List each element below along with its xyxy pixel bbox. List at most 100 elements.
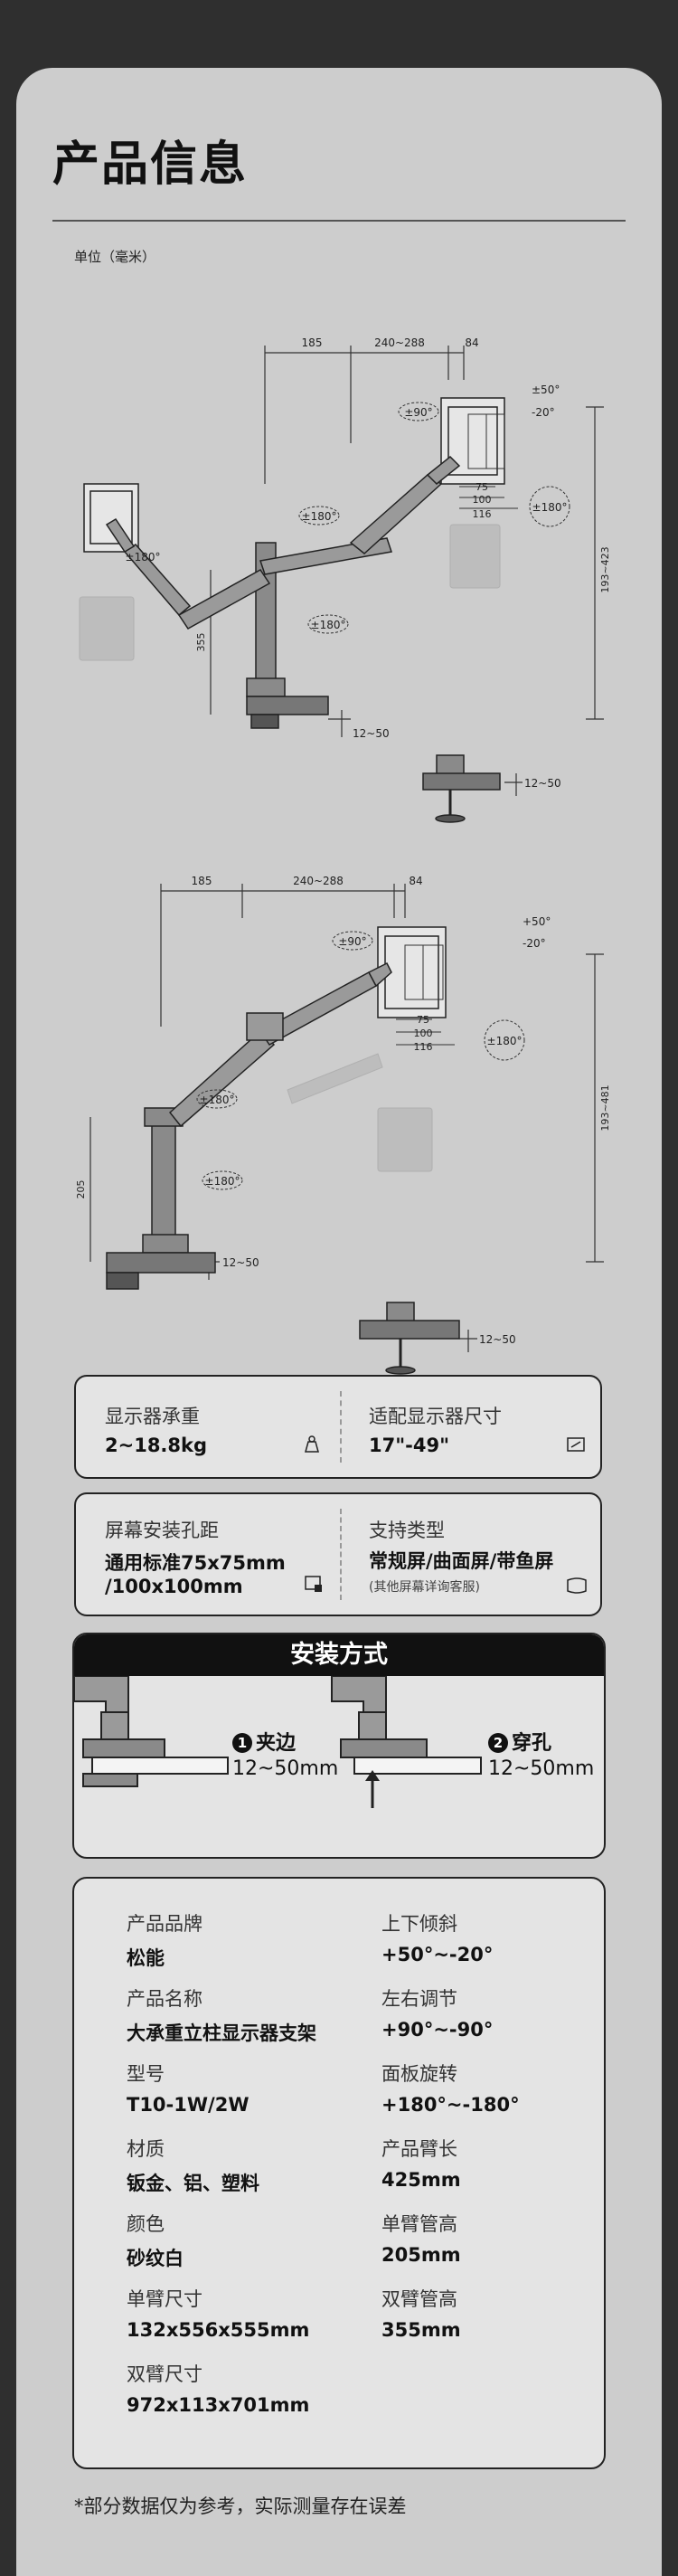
dim-clamp-1: 12~50 <box>222 1256 259 1269</box>
info-divider <box>340 1509 342 1600</box>
spec-rotation: 面板旋转 +180°~-180° <box>381 2060 520 2116</box>
spec-key: 产品品牌 <box>127 1913 202 1935</box>
install-grommet-name: 穿孔 <box>512 1732 552 1755</box>
dual-arm-dimension-diagram: 185 240~288 84 ±50° -20° ±90° 75 100 116… <box>79 336 611 823</box>
product-info-card: 产品信息 单位（毫米） <box>16 68 662 2576</box>
spec-single-pole: 单臂管高 205mm <box>381 2210 461 2266</box>
spec-value: 松能 <box>127 1947 165 1969</box>
dim-100: 100 <box>414 1028 433 1039</box>
install-grommet-range: 12~50mm <box>488 1757 595 1780</box>
install-clamp-range: 12~50mm <box>232 1757 339 1780</box>
unit-label: 单位（毫米） <box>74 249 156 265</box>
spec-value: 972x113x701mm <box>127 2394 310 2416</box>
dim-rotate-2: ±180° <box>200 1094 235 1106</box>
dim-clamp-2: 12~50 <box>524 777 561 790</box>
dim-swivel: ±90° <box>338 935 366 948</box>
spec-color: 颜色 砂纹白 <box>127 2210 184 2271</box>
monitor-size-label: 适配显示器尺寸 <box>369 1406 502 1427</box>
info-screen-type: 支持类型 常规屏/曲面屏/带鱼屏 (其他屏幕详询客服) <box>340 1494 604 1615</box>
info-weight: 显示器承重 2~18.8kg <box>76 1377 340 1477</box>
spec-value: 205mm <box>381 2244 461 2266</box>
dim-84: 84 <box>409 875 422 887</box>
spec-key: 产品名称 <box>127 1988 202 2010</box>
spec-dual-size: 双臂尺寸 972x113x701mm <box>127 2360 309 2416</box>
dim-rotate-3: ±180° <box>311 619 346 631</box>
spec-model: 型号 T10-1W/2W <box>127 2060 250 2116</box>
install-grommet-number: 2 <box>488 1733 508 1753</box>
dim-tilt-down: -20° <box>523 937 546 950</box>
dim-tilt-down: -20° <box>532 406 555 419</box>
dim-tilt-up: ±50° <box>532 384 560 396</box>
spec-single-size: 单臂尺寸 132x556x555mm <box>127 2285 309 2341</box>
dim-355: 355 <box>195 633 207 652</box>
spec-key: 面板旋转 <box>381 2063 457 2085</box>
dim-116: 116 <box>473 508 492 520</box>
spec-value: +180°~-180° <box>381 2094 520 2116</box>
dim-185: 185 <box>302 336 323 349</box>
spec-value: 425mm <box>381 2169 461 2191</box>
dim-75: 75 <box>476 481 488 493</box>
spec-value: 355mm <box>381 2319 461 2341</box>
screen-type-value: 常规屏/曲面屏/带鱼屏 <box>369 1550 554 1572</box>
dim-clamp-1: 12~50 <box>353 727 390 740</box>
dim-185: 185 <box>192 875 212 887</box>
dim-height-range: 193~481 <box>599 1084 611 1131</box>
dim-rotate-2: ±180° <box>302 510 337 523</box>
install-clamp-name: 夹边 <box>256 1732 297 1755</box>
info-divider <box>340 1391 342 1463</box>
title-divider <box>52 220 626 222</box>
spec-material: 材质 钣金、铝、塑料 <box>127 2135 259 2196</box>
spec-key: 材质 <box>127 2138 165 2160</box>
spec-key: 双臂管高 <box>381 2288 457 2310</box>
weight-value: 2~18.8kg <box>105 1435 208 1456</box>
dim-75: 75 <box>417 1014 429 1026</box>
spec-key: 双臂尺寸 <box>127 2363 202 2385</box>
spec-key: 上下倾斜 <box>381 1913 457 1935</box>
spec-value: +50°~-20° <box>381 1944 494 1965</box>
dim-240-288: 240~288 <box>293 875 344 887</box>
page-title: 产品信息 <box>52 137 249 192</box>
dim-rotate-1: ±180° <box>532 501 568 514</box>
vesa-icon <box>305 1576 322 1592</box>
spec-key: 左右调节 <box>381 1988 457 2010</box>
spec-value: 砂纹白 <box>127 2248 184 2269</box>
spec-brand: 产品品牌 松能 <box>127 1909 202 1971</box>
spec-swivel: 左右调节 +90°~-90° <box>381 1984 493 2041</box>
vesa-value-2: /100x100mm <box>105 1576 243 1597</box>
info-monitor-size: 适配显示器尺寸 17"-49" <box>340 1377 604 1477</box>
spec-value: +90°~-90° <box>381 2019 494 2041</box>
screen-type-label: 支持类型 <box>369 1520 445 1541</box>
disclaimer-footnote: *部分数据仅为参考，实际测量存在误差 <box>74 2496 407 2517</box>
spec-value: 钣金、铝、塑料 <box>127 2173 259 2194</box>
spec-value: T10-1W/2W <box>127 2094 250 2116</box>
info-vesa: 屏幕安装孔距 通用标准75x75mm /100x100mm <box>76 1494 340 1615</box>
dim-240-288: 240~288 <box>374 336 425 349</box>
dim-84: 84 <box>465 336 478 349</box>
spec-key: 型号 <box>127 2063 165 2085</box>
spec-arm-length: 产品臂长 425mm <box>381 2135 461 2191</box>
clamp-install-illustration <box>74 1676 482 1808</box>
info-box-capacity: 显示器承重 2~18.8kg 适配显示器尺寸 17"-49" <box>74 1375 602 1479</box>
dim-height-range: 193~423 <box>599 546 611 592</box>
single-arm-dimension-diagram: 185 240~288 84 +50° -20° ±90° 75 100 116… <box>75 875 611 1375</box>
dim-116: 116 <box>414 1041 433 1053</box>
dim-clamp-2: 12~50 <box>479 1333 516 1346</box>
spec-name: 产品名称 大承重立柱显示器支架 <box>127 1984 316 2046</box>
dim-tilt-up: +50° <box>523 915 551 928</box>
vesa-label: 屏幕安装孔距 <box>105 1520 219 1541</box>
dim-rotate-4: ±180° <box>126 551 161 564</box>
screen-type-icon <box>567 1577 587 1594</box>
weight-label: 显示器承重 <box>105 1406 200 1427</box>
install-clamp-number: 1 <box>232 1733 252 1753</box>
dim-swivel: ±90° <box>404 406 432 419</box>
weight-icon <box>305 1435 319 1453</box>
spec-value: 大承重立柱显示器支架 <box>127 2022 316 2044</box>
spec-value: 132x556x555mm <box>127 2319 310 2341</box>
spec-key: 单臂尺寸 <box>127 2288 202 2310</box>
spec-tilt: 上下倾斜 +50°~-20° <box>381 1909 493 1965</box>
dim-rotate-1: ±180° <box>487 1035 523 1047</box>
spec-dual-pole: 双臂管高 355mm <box>381 2285 461 2341</box>
spec-key: 颜色 <box>127 2213 165 2235</box>
